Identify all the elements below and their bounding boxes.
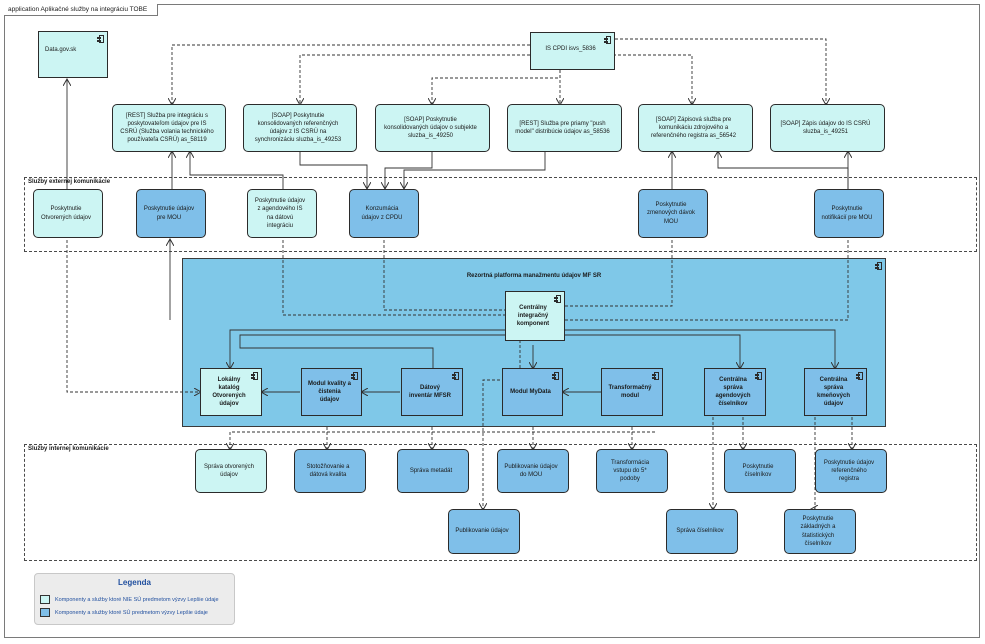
service-rest-integracia[interactable]: [REST] Služba pre integráciu s poskytova…: [112, 104, 226, 152]
comp-agendove-ciselniky[interactable]: Centrálna správa agendových číselníkov: [704, 368, 766, 416]
comp-label: Centrálna správa agendových číselníkov: [715, 376, 751, 408]
ext-label: Poskytnutie Otvorených údajov: [40, 206, 92, 221]
int-label: Správa metadát: [409, 467, 453, 474]
int-ciselnikov[interactable]: Poskytnutie číselníkov: [724, 449, 796, 493]
comp-inventar[interactable]: Dátový inventár MFSR: [401, 368, 463, 416]
int-transformacia[interactable]: Transformácia vstupu do 5* podoby: [596, 449, 668, 493]
legend-item-label: Komponenty a služby ktoré SÚ predmetom v…: [55, 609, 208, 616]
internal-group-label: Služby internej komunikácie: [28, 446, 109, 452]
legend-title: Legenda: [118, 578, 151, 587]
comp-transform[interactable]: Transformačný modul: [601, 368, 663, 416]
service-soap-zapisova[interactable]: [SOAP] Zápisová služba pre komunikáciu z…: [638, 104, 753, 152]
service-soap-konsolidovane-ref[interactable]: [SOAP] Poskytnutie konsolidovaných refer…: [243, 104, 357, 152]
diagram-title: application Aplikačné služby na integrác…: [4, 4, 159, 16]
service-soap-konsolidovane-subjekt[interactable]: [SOAP] Poskytnutie konsolidovaných údajo…: [375, 104, 490, 152]
internal-services-group: Služby internej komunikácie: [24, 444, 977, 561]
ext-label: Konzumácia údajov z CPDU: [361, 206, 403, 221]
int-label: Publikovanie údajov: [455, 528, 509, 535]
external-services-group: Služby externej komunikácie: [24, 177, 977, 252]
int-sprava-otvorenych[interactable]: Správa otvorených údajov: [195, 449, 267, 493]
ext-otvorene[interactable]: Poskytnutie Otvorených údajov: [33, 189, 103, 238]
legend: Legenda Komponenty a služby ktoré NIE SÚ…: [34, 573, 235, 625]
ext-konzumacia[interactable]: Konzumácia údajov z CPDU: [349, 189, 419, 238]
iscpdi-label: IS CPDI isvs_5836: [545, 46, 596, 52]
comp-label: Lokálny katalóg Otvorených údajov: [212, 376, 246, 408]
service-label: [REST] Služba pre priamy "push model" di…: [515, 120, 610, 135]
legend-swatch-light: [40, 595, 50, 604]
ext-label: Poskytnutie údajov pre MOU: [143, 206, 195, 221]
int-metadat[interactable]: Správa metadát: [397, 449, 469, 493]
component-icon: [652, 372, 659, 380]
component-icon: [552, 372, 559, 380]
comp-kvalita[interactable]: Modul kvality a čistenia údajov: [301, 368, 362, 416]
int-label: Publikovanie údajov do MOU: [504, 463, 558, 478]
int-label: Transformácia vstupu do 5* podoby: [610, 459, 650, 483]
int-referencneho[interactable]: Poskytnutie údajov referenčného registra: [815, 449, 887, 493]
legend-swatch-blue: [40, 608, 50, 617]
service-label: [SOAP] Zápisová služba pre komunikáciu z…: [650, 116, 737, 140]
component-icon: [856, 372, 863, 380]
component-icon: [351, 372, 358, 380]
comp-label: Centrálny integračný komponent: [516, 304, 550, 328]
comp-lokalny[interactable]: Lokálny katalóg Otvorených údajov: [200, 368, 262, 416]
int-stotoznovanie[interactable]: Stotožňovanie a dátová kvalita: [294, 449, 366, 493]
ext-notifikacie[interactable]: Poskytnutie notifikácií pre MOU: [814, 189, 884, 238]
comp-label: Modul MyData: [510, 388, 551, 395]
int-zakladnych[interactable]: Poskytnutie základných a štatistických č…: [784, 509, 856, 554]
component-icon: [554, 295, 561, 303]
component-icon: [97, 35, 104, 43]
int-publikovanie[interactable]: Publikovanie údajov: [448, 509, 520, 554]
int-sprava-ciselnikov[interactable]: Správa číselníkov: [666, 509, 738, 554]
ext-label: Poskytnutie notifikácií pre MOU: [821, 206, 873, 221]
ext-zmenove[interactable]: Poskytnutie zmenových dávok MOU: [638, 189, 708, 238]
ext-label: Poskytnutie údajov z agendového IS na dá…: [254, 198, 306, 229]
component-icon: [604, 36, 611, 44]
legend-item: Komponenty a služby ktoré SÚ predmetom v…: [40, 608, 208, 617]
ext-mou[interactable]: Poskytnutie údajov pre MOU: [136, 189, 206, 238]
iscpdi-node[interactable]: IS CPDI isvs_5836: [530, 32, 615, 70]
service-label: [SOAP] Poskytnutie konsolidovaných údajo…: [384, 116, 477, 140]
int-publikovanie-mou[interactable]: Publikovanie údajov do MOU: [497, 449, 569, 493]
service-label: [SOAP] Poskytnutie konsolidovaných refer…: [254, 112, 342, 144]
datagov-node[interactable]: Data.gov.sk: [38, 31, 108, 78]
cpdi-links: [66, 38, 852, 509]
component-icon: [251, 372, 258, 380]
comp-label: Transformačný modul: [608, 384, 652, 399]
legend-item-label: Komponenty a služby ktoré NIE SÚ predmet…: [55, 596, 219, 603]
service-label: [SOAP] Zápis údajov do IS CSRÚ sluzba_is…: [780, 120, 871, 135]
service-soap-zapis[interactable]: [SOAP] Zápis údajov do IS CSRÚ sluzba_is…: [770, 104, 885, 152]
comp-label: Modul kvality a čistenia údajov: [308, 380, 352, 404]
comp-label: Dátový inventár MFSR: [408, 384, 451, 399]
legend-item: Komponenty a služby ktoré NIE SÚ predmet…: [40, 595, 219, 604]
component-icon: [755, 372, 762, 380]
int-label: Stotožňovanie a dátová kvalita: [306, 463, 350, 478]
component-icon: [875, 262, 882, 270]
component-icon: [452, 372, 459, 380]
int-label: Poskytnutie základných a štatistických č…: [800, 516, 836, 547]
comp-kmenove[interactable]: Centrálna správa kmeňových údajov: [804, 368, 867, 416]
service-rest-push[interactable]: [REST] Služba pre priamy "push model" di…: [507, 104, 622, 152]
int-label: Správa otvorených údajov: [203, 463, 255, 478]
ext-agendove[interactable]: Poskytnutie údajov z agendového IS na dá…: [247, 189, 317, 238]
datagov-label: Data.gov.sk: [45, 47, 77, 53]
int-label: Správa číselníkov: [676, 528, 724, 535]
platform-title: Rezortná platforma manažmentu údajov MF …: [466, 273, 602, 279]
comp-mydata[interactable]: Modul MyData: [502, 368, 563, 416]
comp-centralny[interactable]: Centrálny integračný komponent: [505, 291, 565, 341]
int-label: Poskytnutie číselníkov: [742, 463, 774, 478]
service-label: [REST] Služba pre integráciu s poskytova…: [120, 112, 214, 144]
external-group-label: Služby externej komunikácie: [28, 179, 111, 185]
ext-label: Poskytnutie zmenových dávok MOU: [646, 202, 696, 225]
int-label: Poskytnutie údajov referenčného registra: [823, 459, 875, 483]
diagram-frame: [4, 4, 980, 638]
comp-label: Centrálna správa kmeňových údajov: [816, 376, 850, 408]
